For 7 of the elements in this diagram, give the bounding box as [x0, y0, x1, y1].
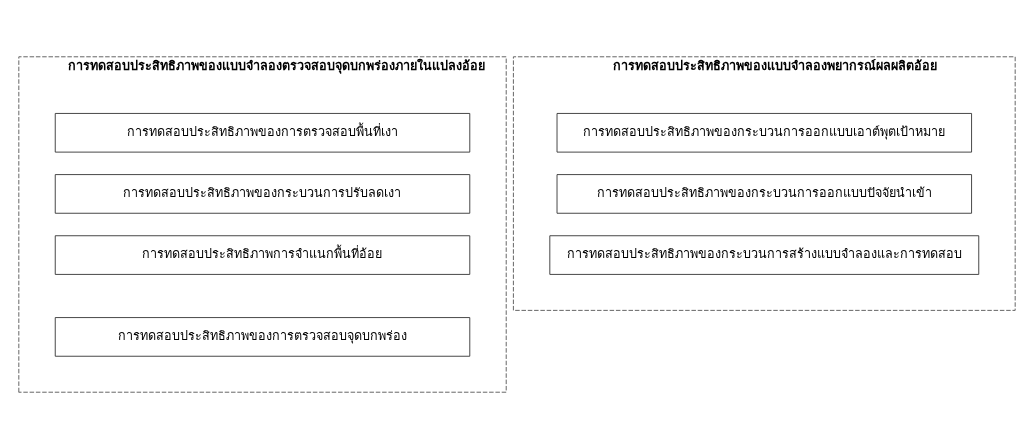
node-box: การทดสอบประสิทธิภาพของกระบวนการออกแบบเอาต์พุตเป้าหมาย [556, 112, 973, 153]
node-box: การทดสอบประสิทธิภาพของกระบวนการปรับลดเงา [54, 173, 471, 214]
node-box: การทดสอบประสิทธิภาพของกระบวนการออกแบบปัจจัยนำเข้า [556, 173, 973, 214]
node-box: การทดสอบประสิทธิภาพการจำแนกพื้นที่อ้อย [54, 234, 471, 275]
node-box: การทดสอบประสิทธิภาพของกระบวนการสร้างแบบจำลองและการทดสอบ [549, 234, 980, 275]
node-box: การทดสอบประสิทธิภาพของการตรวจสอบจุดบกพร่อง [54, 316, 471, 357]
node-box: การทดสอบประสิทธิภาพของการตรวจสอบพื้นที่เงา [54, 112, 471, 153]
